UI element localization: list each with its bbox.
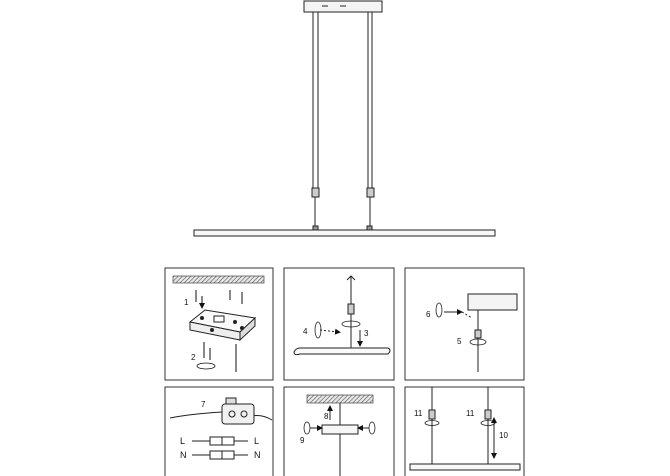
light-bar xyxy=(409,463,521,471)
step-label-9: 9 xyxy=(300,436,305,445)
light-bar xyxy=(193,229,496,237)
canopy-box xyxy=(467,293,518,311)
step-label-3: 3 xyxy=(364,329,369,338)
wire-label-N-left: N xyxy=(180,450,187,460)
step-label-4: 4 xyxy=(303,327,308,336)
ceiling-hatch xyxy=(306,394,374,404)
step-label-6: 6 xyxy=(426,310,431,319)
step-label-8: 8 xyxy=(324,412,329,421)
step-panel-6-height: 11 11 10 xyxy=(404,386,525,476)
terminal-block xyxy=(221,403,255,425)
step-panel-2-cable-attach: 4 3 xyxy=(283,267,395,381)
hub-disc xyxy=(321,424,359,435)
step-label-11-right: 11 xyxy=(466,409,475,418)
pendant-lamp-overview xyxy=(193,0,496,237)
step-panel-3-canopy: 6 5 xyxy=(404,267,525,381)
wire-label-N-right: N xyxy=(254,450,261,460)
ceiling-hatch xyxy=(172,275,265,284)
step-panel-4-wiring: 7 L L N N xyxy=(164,386,274,476)
wire-label-L-left: L xyxy=(180,436,185,446)
step-label-2: 2 xyxy=(191,353,196,362)
step-label-5: 5 xyxy=(457,337,462,346)
step-label-10: 10 xyxy=(499,431,508,440)
cable-gripper-left xyxy=(311,187,320,198)
step-label-7: 7 xyxy=(201,400,206,409)
step-label-1: 1 xyxy=(184,298,189,307)
mounting-bracket xyxy=(188,309,257,342)
step-panel-5-hub: 8 9 xyxy=(283,386,395,476)
wire-label-L-right: L xyxy=(254,436,259,446)
cable-gripper xyxy=(347,303,355,315)
cable-gripper-right xyxy=(366,187,375,198)
step-panel-1-bracket: 1 2 xyxy=(164,267,274,381)
step-label-11-left: 11 xyxy=(414,409,423,418)
